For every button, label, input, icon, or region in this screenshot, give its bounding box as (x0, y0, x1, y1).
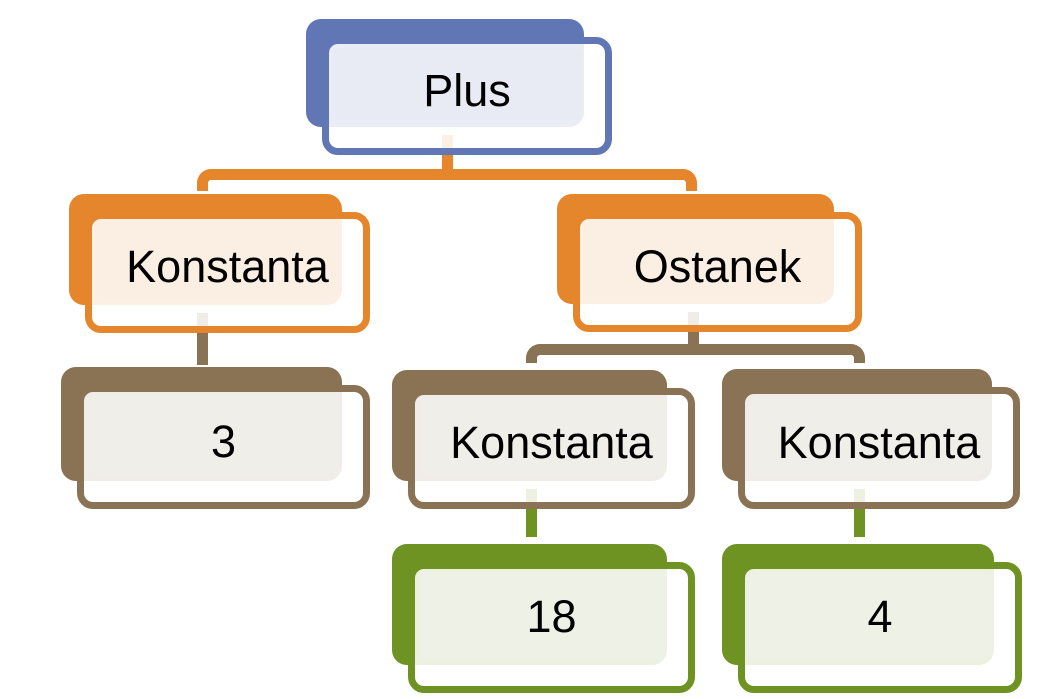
connector-konstanta-to-3 (197, 313, 208, 365)
tree-node-ostanek: Ostanek (557, 194, 862, 332)
node-fill (584, 223, 833, 297)
node-face: 18 (408, 562, 695, 693)
node-label: 18 (526, 591, 577, 642)
node-face: Konstanta (408, 388, 695, 509)
node-fill (88, 396, 341, 474)
node-face: Konstanta (85, 212, 370, 333)
node-fill (419, 399, 666, 474)
tree-node-konstanta-right: Konstanta (722, 369, 1020, 509)
node-face: 3 (77, 385, 370, 509)
tree-node-constant-4: 4 (722, 544, 1022, 693)
tree-node-constant-3: 3 (61, 367, 370, 509)
node-face: Ostanek (573, 212, 862, 332)
tree-node-plus: Plus (306, 19, 612, 155)
connector-konstanta-to-18 (526, 489, 537, 537)
node-face: Konstanta (738, 387, 1020, 509)
tree-node-konstanta-left: Konstanta (69, 194, 370, 333)
node-face: Plus (322, 37, 612, 155)
node-fill (333, 48, 583, 120)
node-face: 4 (738, 562, 1022, 693)
node-fill (96, 223, 341, 298)
tree-node-constant-18: 18 (392, 544, 695, 693)
connector-plus-stub (442, 135, 453, 180)
node-label: 3 (210, 415, 237, 467)
node-label: Ostanek (633, 240, 802, 292)
connector-konstanta-to-4 (854, 489, 865, 537)
node-label: Konstanta (777, 416, 981, 468)
tree-node-konstanta-mid: Konstanta (392, 370, 695, 509)
node-fill (749, 573, 993, 658)
node-fill (419, 573, 666, 658)
node-label: Konstanta (126, 241, 329, 292)
connector-ostanek-to-children (526, 344, 865, 363)
node-label: 4 (867, 591, 893, 642)
node-label: Plus (423, 64, 511, 116)
node-label: Konstanta (450, 417, 653, 468)
connector-plus-to-children (197, 169, 697, 191)
node-fill (749, 398, 991, 474)
